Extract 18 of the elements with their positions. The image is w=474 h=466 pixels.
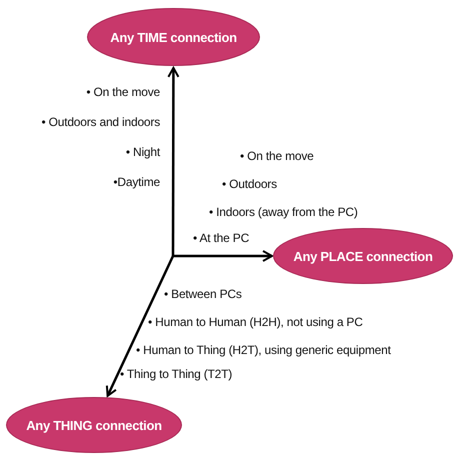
bullet-text: • Night xyxy=(126,145,160,159)
bullet-text: • Outdoors xyxy=(222,177,277,191)
bullet-text: •Daytime xyxy=(113,175,160,189)
node-label: Any TIME connection xyxy=(110,30,237,44)
bullet-text: • At the PC xyxy=(193,231,250,245)
bullet-text: • On the move xyxy=(86,85,160,99)
arrow xyxy=(173,250,273,262)
bullet-text: • Outdoors and indoors xyxy=(41,115,160,129)
node-label: Any PLACE connection xyxy=(293,248,433,264)
bullet-text: • Thing to Thing (T2T) xyxy=(120,367,232,381)
arrow xyxy=(167,66,180,256)
bullet-text: • Indoors (away from the PC) xyxy=(209,205,358,219)
bullet-text: • Human to Thing (H2T), using generic equipment xyxy=(136,343,391,357)
arrow xyxy=(106,255,174,397)
bullet-text: • Human to Human (H2H), not using a PC xyxy=(148,315,363,329)
node-label: Any THING connection xyxy=(26,418,162,432)
bullet-text: • Between PCs xyxy=(164,287,242,301)
bullet-text: • On the move xyxy=(240,149,314,163)
